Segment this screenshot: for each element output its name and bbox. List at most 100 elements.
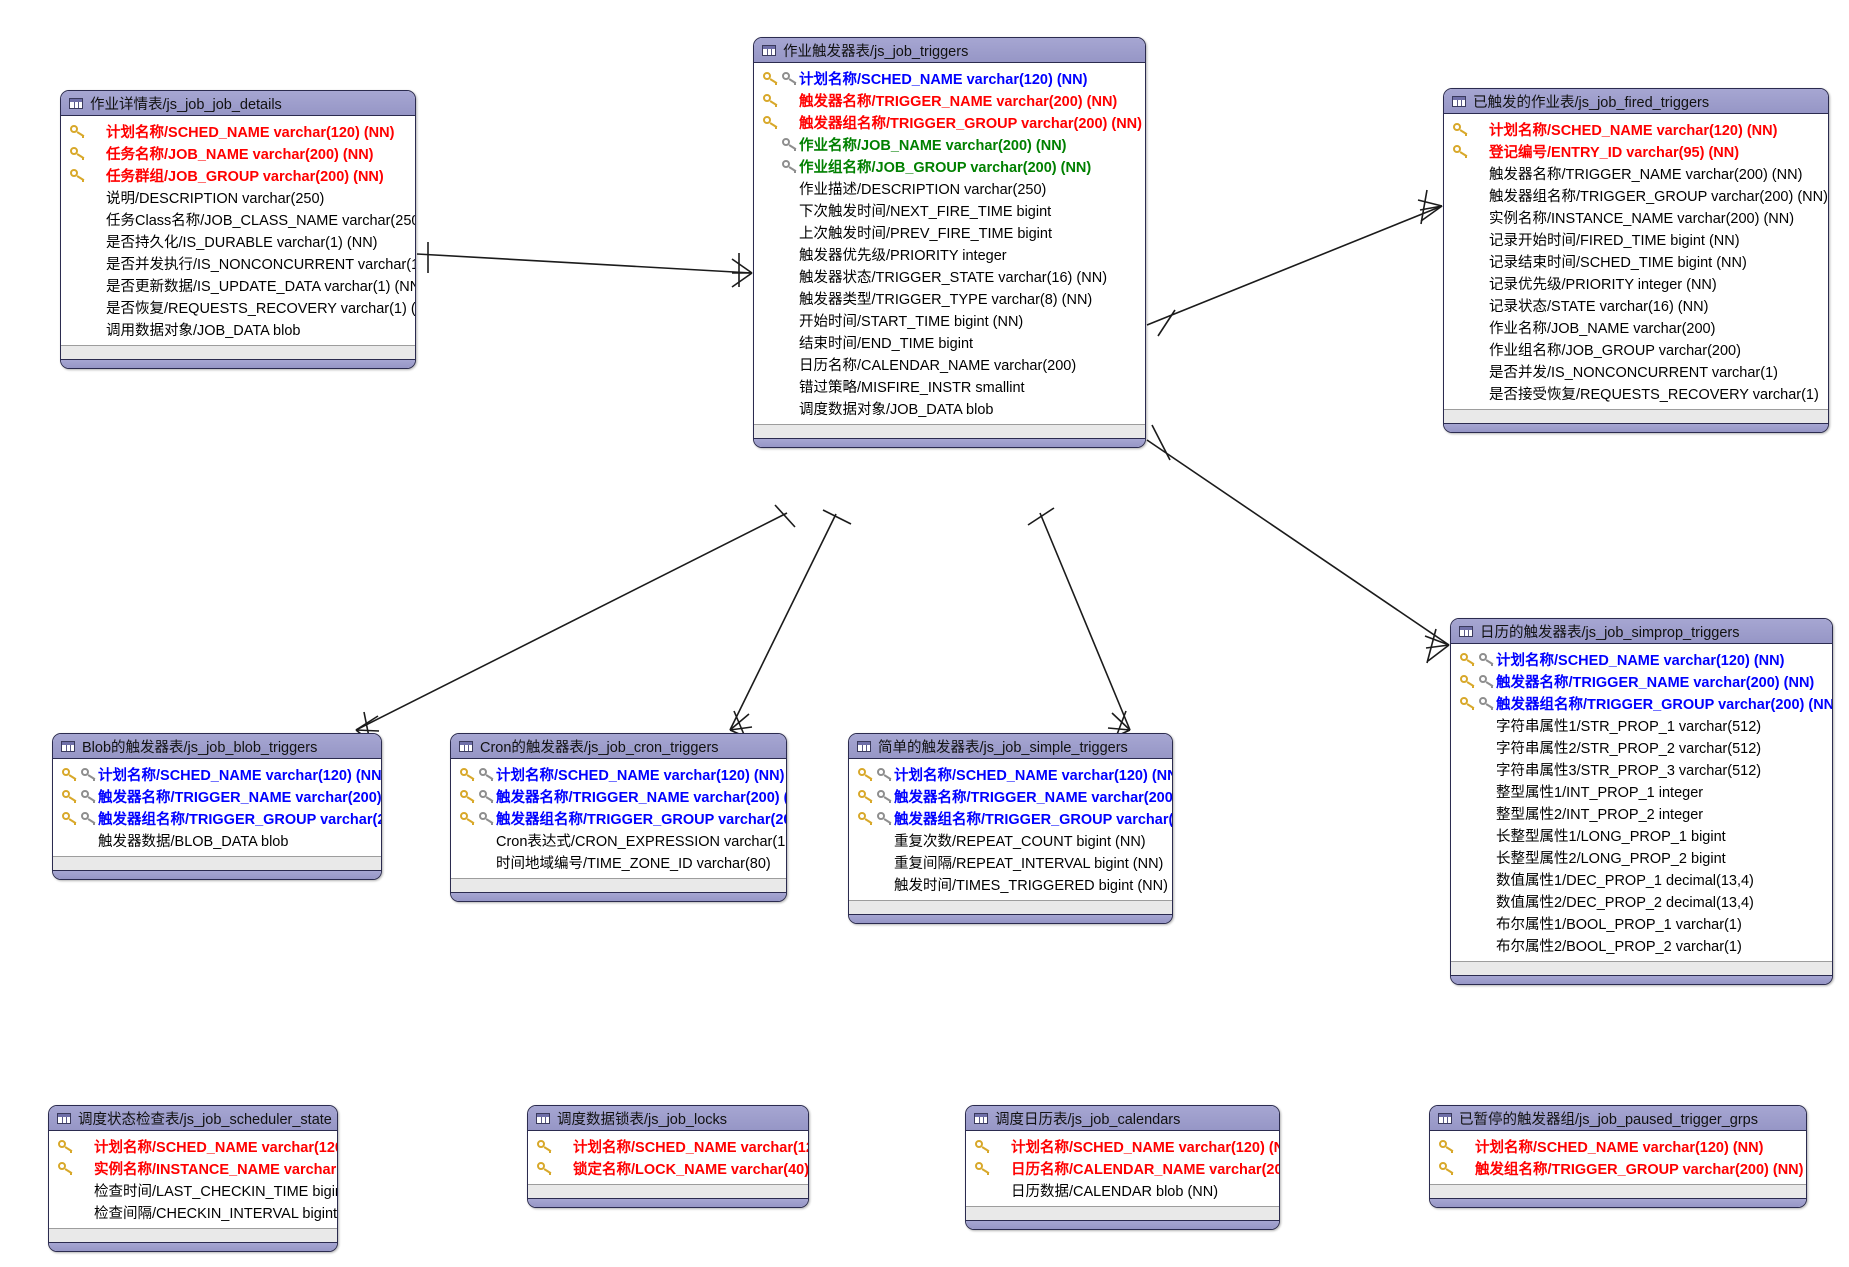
attribute-row[interactable]: 触发组名称/TRIGGER_GROUP varchar(200) (NN)	[1430, 1157, 1806, 1179]
attribute-row[interactable]: 锁定名称/LOCK_NAME varchar(40) (NN)	[528, 1157, 808, 1179]
entity-header[interactable]: 日历的触发器表/js_job_simprop_triggers	[1451, 619, 1832, 644]
entity-header[interactable]: 调度日历表/js_job_calendars	[966, 1106, 1279, 1131]
attribute-row[interactable]: 触发器优先级/PRIORITY integer	[754, 243, 1145, 265]
attribute-row[interactable]: 是否持久化/IS_DURABLE varchar(1) (NN)	[61, 230, 415, 252]
attribute-row[interactable]: 任务Class名称/JOB_CLASS_NAME varchar(250) (N…	[61, 208, 415, 230]
attribute-row[interactable]: 长整型属性1/LONG_PROP_1 bigint	[1451, 824, 1832, 846]
entity-js_job_locks[interactable]: 调度数据锁表/js_job_locks 计划名称/SCHED_NAME varch…	[527, 1105, 809, 1208]
attribute-row[interactable]: 作业描述/DESCRIPTION varchar(250)	[754, 177, 1145, 199]
attribute-row[interactable]: 触发器组名称/TRIGGER_GROUP varchar(200) (NN)	[849, 807, 1172, 829]
entity-header[interactable]: 已暂停的触发器组/js_job_paused_trigger_grps	[1430, 1106, 1806, 1131]
attribute-row[interactable]: 作业名称/JOB_NAME varchar(200) (NN)	[754, 133, 1145, 155]
attribute-row[interactable]: 说明/DESCRIPTION varchar(250)	[61, 186, 415, 208]
attribute-row[interactable]: 计划名称/SCHED_NAME varchar(120) (NN)	[754, 67, 1145, 89]
attribute-row[interactable]: 记录状态/STATE varchar(16) (NN)	[1444, 294, 1828, 316]
attribute-row[interactable]: 计划名称/SCHED_NAME varchar(120) (NN)	[451, 763, 786, 785]
attribute-row[interactable]: 触发器组名称/TRIGGER_GROUP varchar(200) (NN)	[53, 807, 381, 829]
attribute-row[interactable]: 结束时间/END_TIME bigint	[754, 331, 1145, 353]
attribute-row[interactable]: 触发器组名称/TRIGGER_GROUP varchar(200) (NN)	[451, 807, 786, 829]
attribute-row[interactable]: 计划名称/SCHED_NAME varchar(120) (NN)	[1430, 1135, 1806, 1157]
attribute-row[interactable]: 触发器名称/TRIGGER_NAME varchar(200) (NN)	[53, 785, 381, 807]
attribute-row[interactable]: 检查间隔/CHECKIN_INTERVAL bigint (NN)	[49, 1201, 337, 1223]
attribute-row[interactable]: 字符串属性1/STR_PROP_1 varchar(512)	[1451, 714, 1832, 736]
attribute-row[interactable]: 时间地域编号/TIME_ZONE_ID varchar(80)	[451, 851, 786, 873]
attribute-row[interactable]: 触发时间/TIMES_TRIGGERED bigint (NN)	[849, 873, 1172, 895]
attribute-row[interactable]: 触发器名称/TRIGGER_NAME varchar(200) (NN)	[1444, 162, 1828, 184]
entity-header[interactable]: 作业详情表/js_job_job_details	[61, 91, 415, 116]
attribute-row[interactable]: 作业组名称/JOB_GROUP varchar(200)	[1444, 338, 1828, 360]
attribute-row[interactable]: 日历数据/CALENDAR blob (NN)	[966, 1179, 1279, 1201]
attribute-row[interactable]: 开始时间/START_TIME bigint (NN)	[754, 309, 1145, 331]
entity-header[interactable]: 作业触发器表/js_job_triggers	[754, 38, 1145, 63]
attribute-row[interactable]: 整型属性1/INT_PROP_1 integer	[1451, 780, 1832, 802]
attribute-row[interactable]: 是否更新数据/IS_UPDATE_DATA varchar(1) (NN)	[61, 274, 415, 296]
attribute-row[interactable]: 计划名称/SCHED_NAME varchar(120) (NN)	[528, 1135, 808, 1157]
entity-header[interactable]: 已触发的作业表/js_job_fired_triggers	[1444, 89, 1828, 114]
attribute-row[interactable]: 字符串属性2/STR_PROP_2 varchar(512)	[1451, 736, 1832, 758]
attribute-row[interactable]: 计划名称/SCHED_NAME varchar(120) (NN)	[966, 1135, 1279, 1157]
attribute-row[interactable]: 计划名称/SCHED_NAME varchar(120) (NN)	[849, 763, 1172, 785]
entity-header[interactable]: 调度数据锁表/js_job_locks	[528, 1106, 808, 1131]
attribute-row[interactable]: 计划名称/SCHED_NAME varchar(120) (NN)	[1451, 648, 1832, 670]
attribute-row[interactable]: 长整型属性2/LONG_PROP_2 bigint	[1451, 846, 1832, 868]
attribute-row[interactable]: 调度数据对象/JOB_DATA blob	[754, 397, 1145, 419]
attribute-row[interactable]: 数值属性1/DEC_PROP_1 decimal(13,4)	[1451, 868, 1832, 890]
entity-header[interactable]: 调度状态检查表/js_job_scheduler_state	[49, 1106, 337, 1131]
attribute-row[interactable]: 调用数据对象/JOB_DATA blob	[61, 318, 415, 340]
attribute-row[interactable]: 记录优先级/PRIORITY integer (NN)	[1444, 272, 1828, 294]
entity-js_job_job_details[interactable]: 作业详情表/js_job_job_details 计划名称/SCHED_NAME …	[60, 90, 416, 369]
attribute-row[interactable]: 触发器名称/TRIGGER_NAME varchar(200) (NN)	[451, 785, 786, 807]
entity-header[interactable]: Blob的触发器表/js_job_blob_triggers	[53, 734, 381, 759]
attribute-row[interactable]: 触发器组名称/TRIGGER_GROUP varchar(200) (NN)	[1444, 184, 1828, 206]
attribute-row[interactable]: 字符串属性3/STR_PROP_3 varchar(512)	[1451, 758, 1832, 780]
attribute-row[interactable]: 触发器名称/TRIGGER_NAME varchar(200) (NN)	[1451, 670, 1832, 692]
attribute-row[interactable]: 触发器数据/BLOB_DATA blob	[53, 829, 381, 851]
attribute-row[interactable]: 错过策略/MISFIRE_INSTR smallint	[754, 375, 1145, 397]
attribute-row[interactable]: 是否并发/IS_NONCONCURRENT varchar(1)	[1444, 360, 1828, 382]
attribute-row[interactable]: 布尔属性2/BOOL_PROP_2 varchar(1)	[1451, 934, 1832, 956]
entity-header[interactable]: 简单的触发器表/js_job_simple_triggers	[849, 734, 1172, 759]
attribute-row[interactable]: 重复次数/REPEAT_COUNT bigint (NN)	[849, 829, 1172, 851]
attribute-row[interactable]: 整型属性2/INT_PROP_2 integer	[1451, 802, 1832, 824]
entity-header[interactable]: Cron的触发器表/js_job_cron_triggers	[451, 734, 786, 759]
attribute-row[interactable]: 计划名称/SCHED_NAME varchar(120) (NN)	[49, 1135, 337, 1157]
attribute-row[interactable]: 计划名称/SCHED_NAME varchar(120) (NN)	[53, 763, 381, 785]
attribute-row[interactable]: 记录开始时间/FIRED_TIME bigint (NN)	[1444, 228, 1828, 250]
attribute-row[interactable]: 作业名称/JOB_NAME varchar(200)	[1444, 316, 1828, 338]
attribute-row[interactable]: 下次触发时间/NEXT_FIRE_TIME bigint	[754, 199, 1145, 221]
attribute-row[interactable]: 日历名称/CALENDAR_NAME varchar(200) (NN)	[966, 1157, 1279, 1179]
attribute-row[interactable]: 作业组名称/JOB_GROUP varchar(200) (NN)	[754, 155, 1145, 177]
attribute-row[interactable]: 重复间隔/REPEAT_INTERVAL bigint (NN)	[849, 851, 1172, 873]
entity-js_job_calendars[interactable]: 调度日历表/js_job_calendars 计划名称/SCHED_NAME va…	[965, 1105, 1280, 1230]
attribute-row[interactable]: 计划名称/SCHED_NAME varchar(120) (NN)	[1444, 118, 1828, 140]
attribute-row[interactable]: 记录结束时间/SCHED_TIME bigint (NN)	[1444, 250, 1828, 272]
entity-js_job_simprop_triggers[interactable]: 日历的触发器表/js_job_simprop_triggers 计划名称/SCHE…	[1450, 618, 1833, 985]
attribute-row[interactable]: 是否恢复/REQUESTS_RECOVERY varchar(1) (NN)	[61, 296, 415, 318]
entity-js_job_simple_triggers[interactable]: 简单的触发器表/js_job_simple_triggers 计划名称/SCHED…	[848, 733, 1173, 924]
attribute-row[interactable]: 检查时间/LAST_CHECKIN_TIME bigint (NN)	[49, 1179, 337, 1201]
attribute-row[interactable]: 任务名称/JOB_NAME varchar(200) (NN)	[61, 142, 415, 164]
entity-js_job_blob_triggers[interactable]: Blob的触发器表/js_job_blob_triggers 计划名称/SCHED…	[52, 733, 382, 880]
attribute-row[interactable]: 触发器状态/TRIGGER_STATE varchar(16) (NN)	[754, 265, 1145, 287]
attribute-row[interactable]: 是否接受恢复/REQUESTS_RECOVERY varchar(1)	[1444, 382, 1828, 404]
entity-js_job_scheduler_state[interactable]: 调度状态检查表/js_job_scheduler_state 计划名称/SCHED…	[48, 1105, 338, 1252]
attribute-row[interactable]: Cron表达式/CRON_EXPRESSION varchar(120) (NN…	[451, 829, 786, 851]
attribute-row[interactable]: 布尔属性1/BOOL_PROP_1 varchar(1)	[1451, 912, 1832, 934]
attribute-row[interactable]: 触发器类型/TRIGGER_TYPE varchar(8) (NN)	[754, 287, 1145, 309]
attribute-row[interactable]: 任务群组/JOB_GROUP varchar(200) (NN)	[61, 164, 415, 186]
attribute-row[interactable]: 计划名称/SCHED_NAME varchar(120) (NN)	[61, 120, 415, 142]
attribute-row[interactable]: 日历名称/CALENDAR_NAME varchar(200)	[754, 353, 1145, 375]
attribute-row[interactable]: 实例名称/INSTANCE_NAME varchar(200) (NN)	[49, 1157, 337, 1179]
attribute-row[interactable]: 触发器组名称/TRIGGER_GROUP varchar(200) (NN)	[1451, 692, 1832, 714]
attribute-row[interactable]: 数值属性2/DEC_PROP_2 decimal(13,4)	[1451, 890, 1832, 912]
attribute-row[interactable]: 触发器名称/TRIGGER_NAME varchar(200) (NN)	[754, 89, 1145, 111]
attribute-row[interactable]: 实例名称/INSTANCE_NAME varchar(200) (NN)	[1444, 206, 1828, 228]
entity-js_job_triggers[interactable]: 作业触发器表/js_job_triggers 计划名称/SCHED_NAME va…	[753, 37, 1146, 448]
entity-js_job_fired_triggers[interactable]: 已触发的作业表/js_job_fired_triggers 计划名称/SCHED_…	[1443, 88, 1829, 433]
entity-js_job_cron_triggers[interactable]: Cron的触发器表/js_job_cron_triggers 计划名称/SCHED…	[450, 733, 787, 902]
attribute-row[interactable]: 触发器名称/TRIGGER_NAME varchar(200) (NN)	[849, 785, 1172, 807]
attribute-row[interactable]: 登记编号/ENTRY_ID varchar(95) (NN)	[1444, 140, 1828, 162]
attribute-row[interactable]: 是否并发执行/IS_NONCONCURRENT varchar(1) (NN)	[61, 252, 415, 274]
attribute-row[interactable]: 触发器组名称/TRIGGER_GROUP varchar(200) (NN)	[754, 111, 1145, 133]
attribute-row[interactable]: 上次触发时间/PREV_FIRE_TIME bigint	[754, 221, 1145, 243]
